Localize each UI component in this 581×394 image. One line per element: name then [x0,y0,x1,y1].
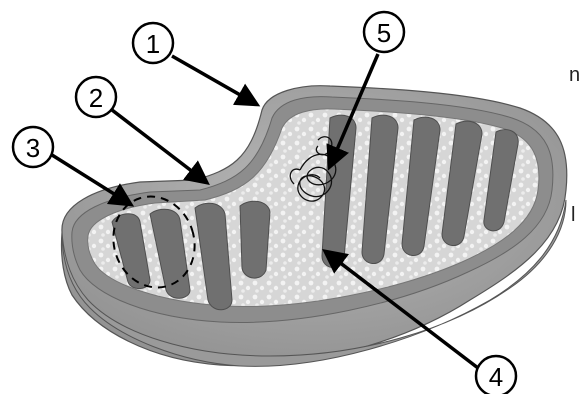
label-5: 5 [364,12,404,52]
label-3: 3 [13,127,53,167]
label-2: 2 [76,77,116,117]
label-5-text: 5 [377,18,391,48]
label-3-text: 3 [26,133,40,163]
label-4: 4 [476,356,516,394]
label-4-text: 4 [489,362,503,392]
label-1: 1 [133,23,173,63]
arrow-2 [112,110,206,182]
arrow-1 [172,56,256,104]
label-2-text: 2 [89,83,103,113]
label-1-text: 1 [146,29,160,59]
